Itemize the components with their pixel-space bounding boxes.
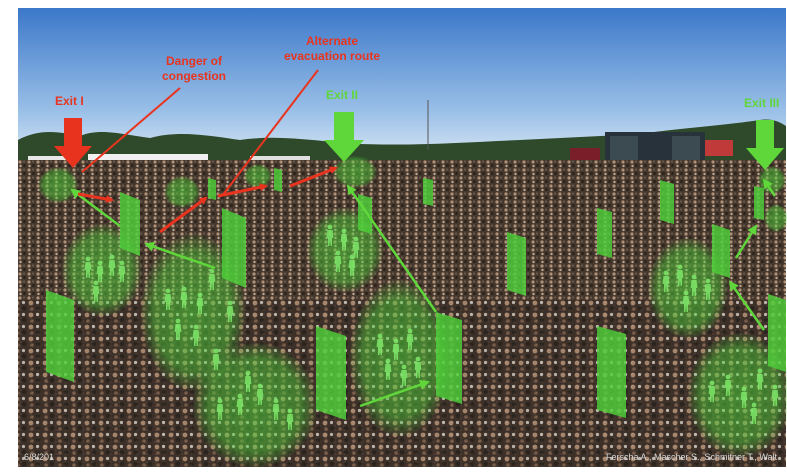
exit-2-arrow — [324, 112, 364, 162]
evacuation-arrows — [70, 178, 777, 408]
alternate-route-label: Alternate evacuation route — [284, 34, 381, 63]
exit-1-label: Exit I — [55, 94, 84, 108]
congestion-label: Danger of congestion — [162, 54, 227, 83]
footer-date: 6/8/201 — [24, 452, 55, 462]
pointer-lines — [81, 69, 319, 197]
exit-3-arrow — [746, 120, 784, 170]
exit-2-label: Exit II — [326, 88, 359, 102]
exit-3-label: Exit III — [744, 96, 780, 110]
congestion-arrows — [77, 166, 338, 234]
exit-1-arrow — [54, 118, 92, 168]
footer-credit: Ferscha A., Mascher S., Schmitner T., Wa… — [606, 452, 778, 462]
density-zone — [38, 156, 787, 467]
